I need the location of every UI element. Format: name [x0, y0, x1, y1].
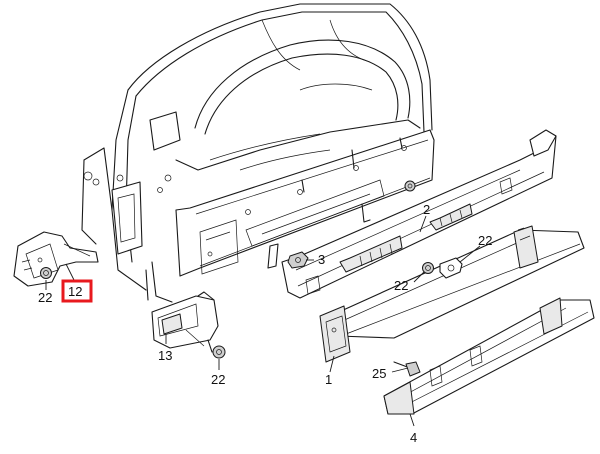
callout-13: 13 [158, 348, 172, 363]
callout-27: 22 [478, 233, 492, 248]
part-13-lower-bracket [151, 291, 219, 353]
part-2-bumper-guide [281, 129, 557, 299]
callout-labels: 2 22 3 22 22 13 22 1 25 4 [38, 202, 492, 445]
rear-body-shell [81, 3, 435, 303]
leader-lines [45, 215, 481, 427]
part-12-side-bracket [13, 231, 99, 287]
part-27-clip [439, 257, 463, 279]
callout-22-lower: 22 [211, 372, 225, 387]
part-4-energy-absorber [383, 297, 595, 415]
callout-22-center: 22 [394, 278, 408, 293]
callout-1: 1 [325, 372, 332, 387]
callout-4: 4 [410, 430, 417, 445]
callout-2: 2 [423, 202, 430, 217]
nut-22-right [404, 180, 416, 192]
nut-22-center [422, 262, 434, 274]
nut-22-left [40, 267, 52, 279]
part-1-impact-bar [319, 225, 585, 363]
part-3-nut [287, 251, 309, 269]
callout-3: 3 [318, 252, 325, 267]
part-25-bolt [393, 361, 421, 377]
nut-22-lower [212, 345, 226, 359]
callout-12-highlight[interactable]: 12 [61, 279, 93, 303]
callout-22-left: 22 [38, 290, 52, 305]
callout-12: 12 [68, 284, 82, 299]
callout-25: 25 [372, 366, 386, 381]
